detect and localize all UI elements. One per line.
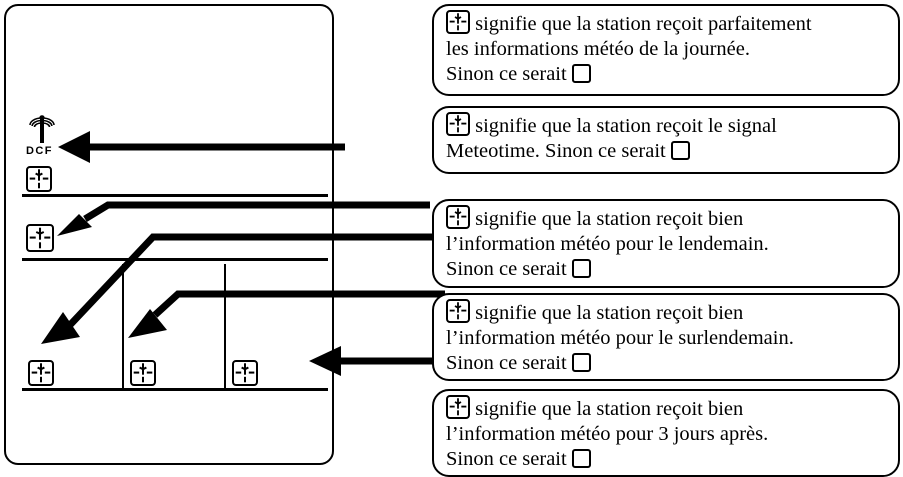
callout-line-1: signifie que la station reçoit parfaitem…: [446, 10, 888, 37]
forecast-column-divider-2: [224, 264, 226, 390]
callout-line-2: l’information météo pour le surlendemain…: [446, 327, 794, 349]
callout-3jours: signifie que la station reçoit bien l’in…: [432, 389, 900, 477]
callout-text-3: Sinon ce serait: [446, 258, 572, 280]
empty-box-icon: [571, 64, 591, 83]
row-separator-3: [22, 388, 328, 391]
radio-antenna-icon: [29, 115, 55, 143]
callout-line-2: l’information météo pour 3 jours après.: [446, 423, 769, 445]
empty-box-icon: [670, 141, 690, 160]
weather-reception-icon: [446, 299, 470, 323]
weather-reception-icon: [446, 395, 470, 419]
callout-text-1: signifie que la station reçoit bien: [470, 208, 744, 230]
empty-box-icon: [571, 449, 591, 468]
dcf-label: DCF: [26, 145, 53, 157]
callout-meteotime: signifie que la station reçoit le signal…: [432, 106, 900, 174]
row-separator-2: [22, 258, 328, 261]
callout-surlendemain: signifie que la station reçoit bien l’in…: [432, 293, 900, 381]
callout-lendemain: signifie que la station reçoit bien l’in…: [432, 199, 900, 288]
weather-reception-icon-forecast-day1: [28, 360, 54, 386]
callout-line-1: signifie que la station reçoit bien: [446, 205, 888, 232]
forecast-column-divider-1: [122, 264, 124, 390]
callout-line-3: Meteotime. Sinon ce serait: [446, 139, 888, 164]
callout-line-2: l’information météo pour le lendemain.: [446, 233, 769, 255]
callout-text-3: Meteotime. Sinon ce serait: [446, 140, 671, 162]
weather-reception-icon-today-row: [26, 224, 54, 252]
empty-box-icon: [571, 259, 591, 278]
callout-text-3: Sinon ce serait: [446, 352, 572, 374]
callout-line-2: les informations météo de la journée.: [446, 38, 750, 60]
callout-text-3: Sinon ce serait: [446, 448, 572, 470]
callout-text-1: signifie que la station reçoit parfaitem…: [470, 13, 812, 35]
callout-line-1: signifie que la station reçoit le signal: [446, 112, 888, 139]
callout-line-3: Sinon ce serait: [446, 257, 888, 282]
callout-line-3: Sinon ce serait: [446, 62, 888, 87]
weather-reception-icon: [446, 10, 470, 34]
weather-reception-icon-dcf-row: [26, 166, 52, 192]
callout-line-1: signifie que la station reçoit bien: [446, 299, 888, 326]
empty-box-icon: [571, 353, 591, 372]
callout-text-3: Sinon ce serait: [446, 63, 572, 85]
callout-text-1: signifie que la station reçoit bien: [470, 398, 744, 420]
callout-text-1: signifie que la station reçoit bien: [470, 302, 744, 324]
callout-today: signifie que la station reçoit parfaitem…: [432, 4, 900, 96]
weather-station-display-panel: DCF: [4, 4, 334, 465]
weather-reception-icon-forecast-day3: [232, 360, 258, 386]
callout-line-1: signifie que la station reçoit bien: [446, 395, 888, 422]
callout-line-3: Sinon ce serait: [446, 351, 888, 376]
dcf-signal-block: DCF: [26, 114, 72, 157]
weather-reception-icon: [446, 112, 470, 136]
callout-text-1: signifie que la station reçoit le signal: [470, 115, 777, 137]
callout-line-3: Sinon ce serait: [446, 447, 888, 472]
weather-reception-icon: [446, 205, 470, 229]
weather-reception-icon-forecast-day2: [130, 360, 156, 386]
row-separator-1: [22, 194, 328, 197]
